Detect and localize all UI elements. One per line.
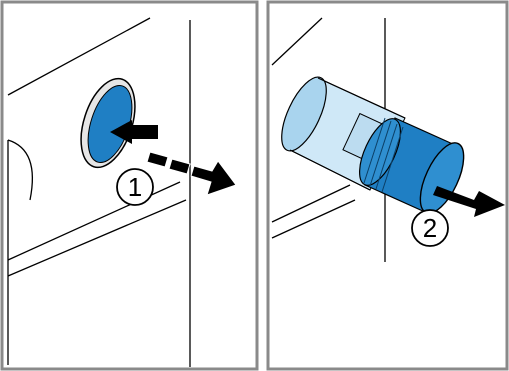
step-2-circle — [411, 209, 449, 247]
push-arrow — [110, 120, 158, 144]
step-1-badge: 1 — [116, 168, 154, 206]
pull-arrow-dashed — [146, 151, 237, 196]
step-1-circle — [116, 168, 154, 206]
panel-2: 2 — [266, 0, 509, 371]
panel-1: 1 — [0, 0, 259, 371]
pull-arrow — [433, 186, 505, 217]
step-2-badge: 2 — [411, 209, 449, 247]
step-1-number: 1 — [128, 172, 142, 202]
step-2-number: 2 — [423, 213, 437, 243]
filter-cap — [358, 117, 465, 214]
